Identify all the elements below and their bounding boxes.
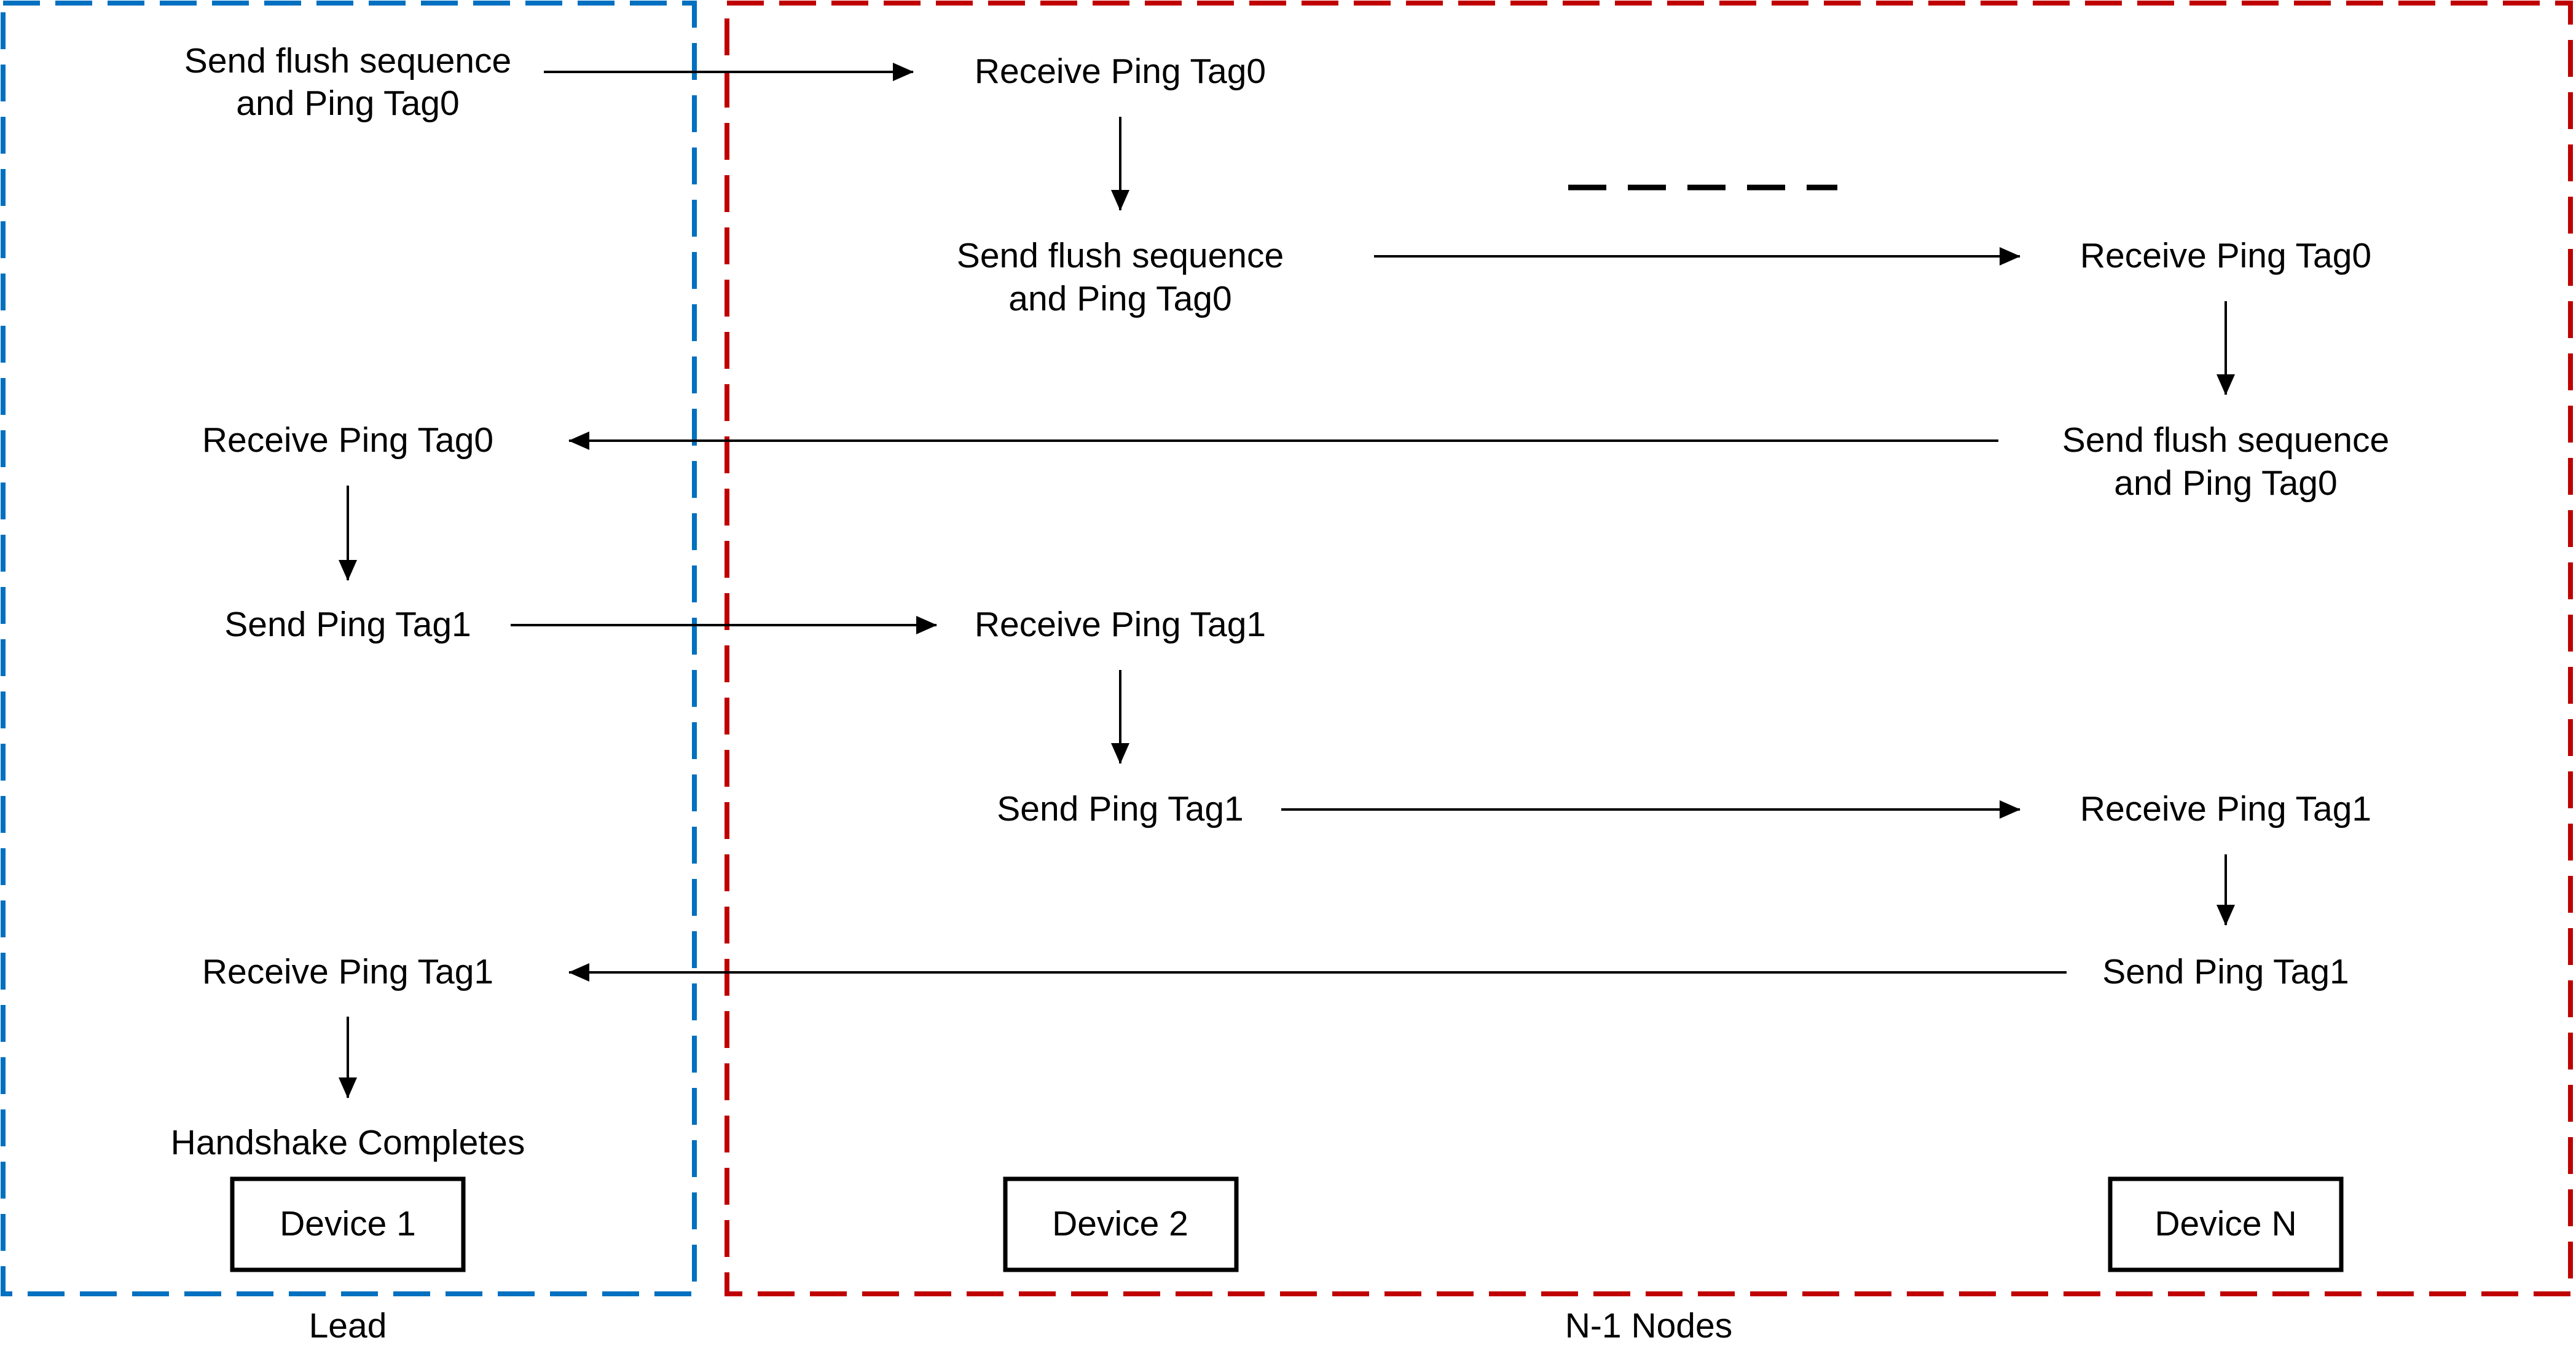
- lead-receive-tag0: Receive Ping Tag0: [202, 420, 493, 460]
- lead-send-tag1: Send Ping Tag1: [224, 605, 471, 644]
- nodes-region: [724, 1, 2573, 1296]
- lead-send-flush-line2: and Ping Tag0: [236, 84, 459, 123]
- deviceN-send-flush-line2: and Ping Tag0: [2114, 463, 2337, 503]
- device2-receive-tag1: Receive Ping Tag1: [975, 605, 1266, 644]
- lead-handshake-complete: Handshake Completes: [171, 1123, 525, 1162]
- device-n-label: Device N: [2154, 1204, 2296, 1243]
- nodes-region-label: N-1 Nodes: [1565, 1306, 1732, 1345]
- deviceN-send-flush-line1: Send flush sequence: [2062, 420, 2389, 460]
- device2-send-tag1: Send Ping Tag1: [997, 789, 1243, 829]
- lead-receive-tag1: Receive Ping Tag1: [202, 952, 493, 991]
- device2-receive-tag0: Receive Ping Tag0: [975, 52, 1266, 91]
- lead-region: [1, 1, 697, 1296]
- device2-send-flush-line1: Send flush sequence: [957, 236, 1284, 275]
- device-n-box: [2108, 1176, 2344, 1272]
- deviceN-send-tag1: Send Ping Tag1: [2102, 952, 2349, 991]
- device-1-box: [230, 1176, 466, 1272]
- device2-send-flush-line2: and Ping Tag0: [1008, 279, 1231, 318]
- deviceN-receive-tag1: Receive Ping Tag1: [2080, 789, 2371, 829]
- lead-send-flush-line1: Send flush sequence: [184, 41, 511, 81]
- device-2-label: Device 2: [1052, 1204, 1188, 1243]
- deviceN-receive-tag0: Receive Ping Tag0: [2080, 236, 2371, 275]
- device-2-box: [1003, 1176, 1239, 1272]
- lead-region-label: Lead: [309, 1306, 387, 1345]
- device-1-label: Device 1: [280, 1204, 416, 1243]
